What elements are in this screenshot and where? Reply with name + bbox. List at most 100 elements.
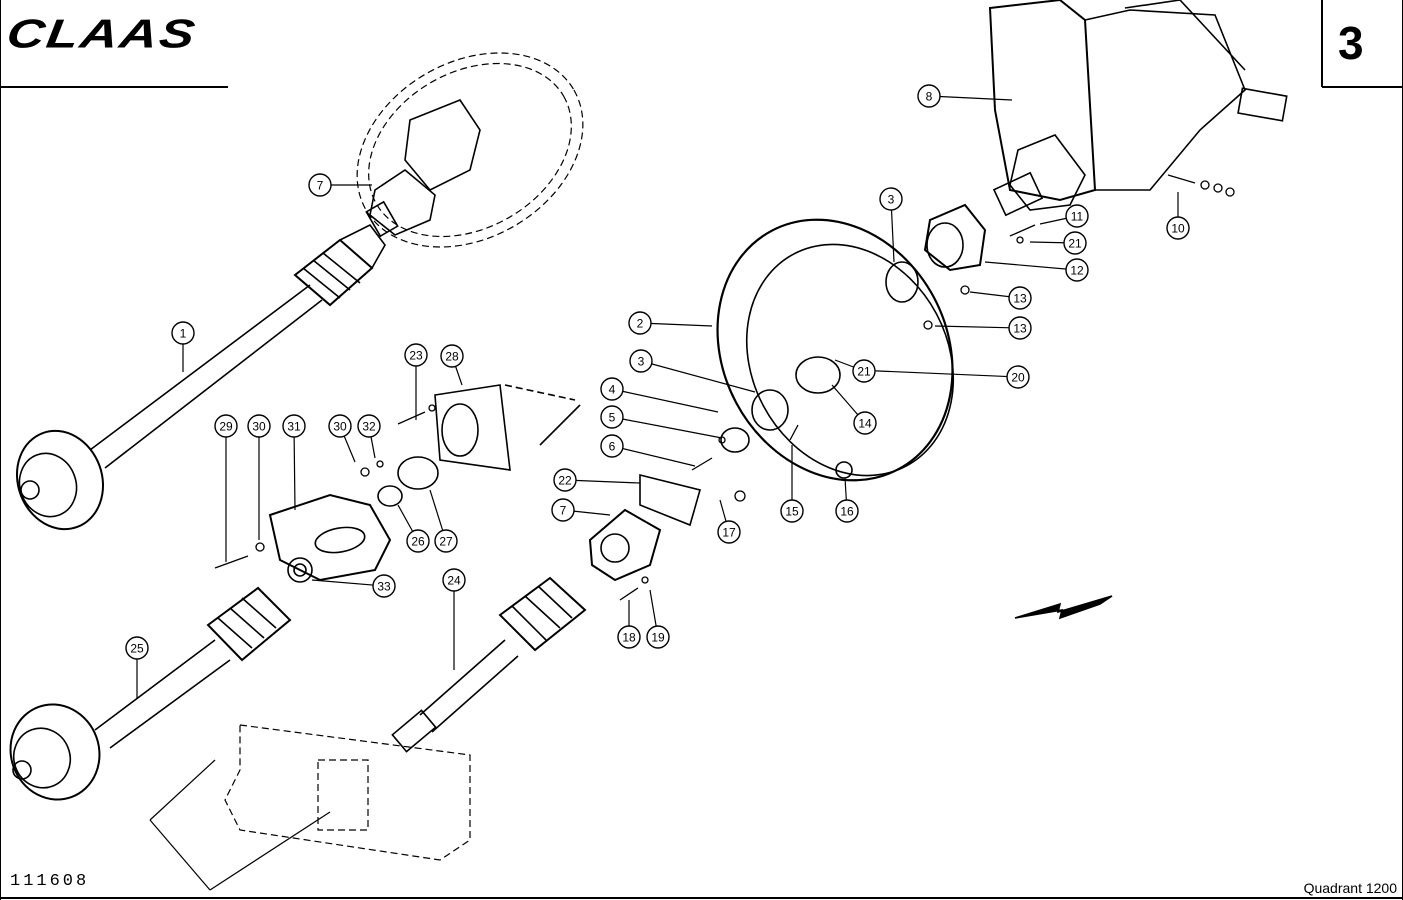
callout-30: 30 — [247, 414, 271, 438]
callout-17: 17 — [717, 520, 741, 544]
callout-leader-2 — [639, 322, 713, 327]
callout-33: 33 — [372, 574, 396, 598]
callout-24: 24 — [442, 568, 466, 592]
main-gearbox-8 — [988, 0, 1288, 217]
callout-label: 27 — [439, 535, 453, 549]
callout-leader-31 — [293, 425, 296, 511]
callout-label: 16 — [840, 505, 854, 519]
bearing-housing-28 — [377, 384, 581, 507]
callout-label: 11 — [1071, 210, 1084, 224]
tractor-hitch-ghost — [356, 52, 584, 248]
callout-label: 3 — [638, 355, 645, 369]
callout-13: 13 — [1008, 286, 1032, 310]
callout-label: 7 — [560, 504, 567, 518]
callout-5: 5 — [600, 405, 624, 429]
callout-21: 21 — [852, 359, 876, 383]
callout-26: 26 — [406, 529, 430, 553]
callout-label: 5 — [609, 411, 616, 425]
callout-label: 26 — [411, 535, 425, 549]
callout-label: 14 — [858, 417, 872, 431]
travel-direction-arrow — [1014, 595, 1113, 620]
callout-1: 1 — [171, 321, 195, 345]
callout-label: 21 — [857, 365, 871, 379]
callout-label: 4 — [609, 383, 616, 397]
callout-label: 23 — [409, 349, 423, 363]
callout-14: 14 — [853, 411, 877, 435]
callout-leader-8 — [928, 95, 1013, 101]
callout-15: 15 — [780, 499, 804, 523]
callout-leader-22 — [564, 479, 641, 484]
callout-16: 16 — [835, 499, 859, 523]
callout-7: 7 — [308, 173, 332, 197]
callout-label: 32 — [362, 420, 376, 434]
callout-leader-6 — [611, 445, 696, 467]
callout-label: 18 — [622, 631, 636, 645]
callout-6: 6 — [600, 434, 624, 458]
hub-12 — [885, 203, 987, 303]
callout-label: 12 — [1070, 264, 1084, 278]
pto-shaft-1 — [15, 223, 386, 531]
callout-10: 10 — [1166, 216, 1190, 240]
callout-28: 28 — [440, 344, 464, 368]
callout-label: 1 — [180, 327, 187, 341]
callout-8: 8 — [917, 84, 941, 108]
callout-label: 30 — [252, 420, 266, 434]
callout-leader-3 — [640, 360, 756, 393]
callout-label: 13 — [1013, 322, 1027, 336]
drawing-number: 111608 — [10, 872, 90, 891]
callout-label: 29 — [219, 420, 233, 434]
callout-label: 6 — [609, 440, 616, 454]
callout-label: 8 — [926, 90, 933, 104]
callout-leader-12 — [984, 261, 1078, 271]
callout-21: 21 — [1063, 231, 1087, 255]
callout-18: 18 — [617, 625, 641, 649]
callout-label: 20 — [1011, 371, 1025, 385]
callout-22: 22 — [553, 468, 577, 492]
frame-bracket-ghost — [149, 724, 471, 891]
callout-label: 17 — [722, 526, 736, 540]
callout-3: 3 — [629, 349, 653, 373]
callout-label: 24 — [447, 574, 461, 588]
callout-label: 25 — [130, 642, 144, 656]
page-number: 3 — [1338, 17, 1364, 69]
callout-leader-33 — [311, 579, 385, 587]
pto-shaft-24 — [391, 576, 587, 753]
callout-label: 19 — [651, 631, 665, 645]
callout-label: 28 — [445, 350, 459, 364]
callout-label: 31 — [287, 420, 301, 434]
callout-31: 31 — [282, 414, 306, 438]
upper-gearbox-coupling — [365, 99, 481, 238]
callout-29: 29 — [214, 414, 238, 438]
callout-label: 3 — [888, 193, 895, 207]
flywheel-disc-2 — [716, 218, 955, 482]
callout-30: 30 — [328, 414, 352, 438]
callout-leaders — [136, 95, 1179, 698]
coupling-7-lower — [588, 473, 701, 582]
callout-23: 23 — [404, 343, 428, 367]
callout-13: 13 — [1008, 316, 1032, 340]
callout-label: 13 — [1013, 292, 1027, 306]
callout-12: 12 — [1065, 258, 1089, 282]
callout-25: 25 — [125, 636, 149, 660]
callout-label: 21 — [1068, 237, 1082, 251]
callout-leader-5 — [611, 416, 723, 439]
callout-27: 27 — [434, 529, 458, 553]
callout-3: 3 — [879, 187, 903, 211]
pto-shaft-25 — [9, 586, 292, 801]
callout-label: 15 — [785, 505, 799, 519]
callout-leader-20 — [854, 369, 1019, 378]
callout-11: 11 — [1065, 204, 1089, 228]
model-name: Quadrant 1200 — [1303, 880, 1397, 896]
callout-label: 33 — [377, 580, 391, 594]
callout-2: 2 — [628, 311, 652, 335]
callout-4: 4 — [600, 377, 624, 401]
callout-label: 2 — [637, 317, 644, 331]
callout-32: 32 — [357, 414, 381, 438]
callout-label: 7 — [317, 179, 324, 193]
small-hardware — [214, 174, 1235, 601]
callout-label: 10 — [1171, 222, 1185, 236]
